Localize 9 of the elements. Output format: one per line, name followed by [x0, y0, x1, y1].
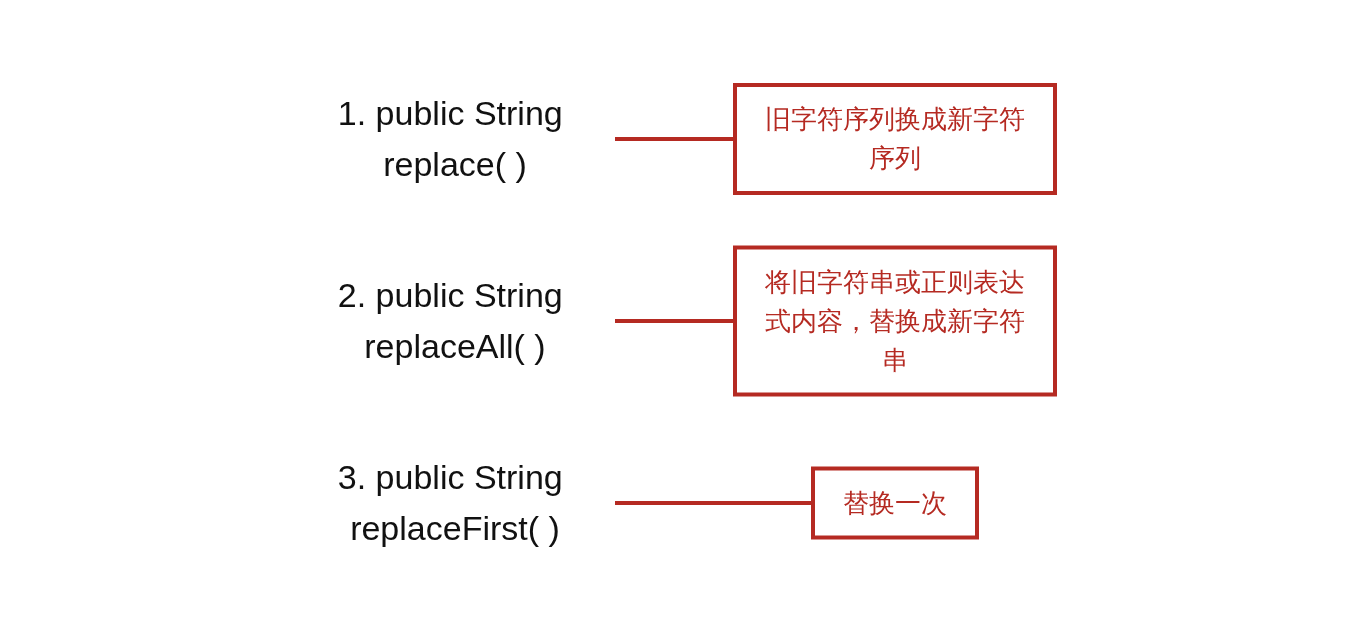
- node-box: 旧字符序列换成新字符序列: [732, 83, 1057, 195]
- connector: [614, 319, 735, 323]
- node-text: 3. public String replaceFirst( ): [337, 458, 563, 547]
- node-box: 替换一次: [810, 466, 979, 540]
- node-text: 1. public String replace( ): [337, 94, 563, 183]
- node-box: 将旧字符串或正则表达式内容，替换成新字符串: [732, 245, 1057, 397]
- node-text: 2. public String replaceAll( ): [337, 276, 563, 365]
- connector: [614, 137, 735, 141]
- connector: [614, 501, 813, 505]
